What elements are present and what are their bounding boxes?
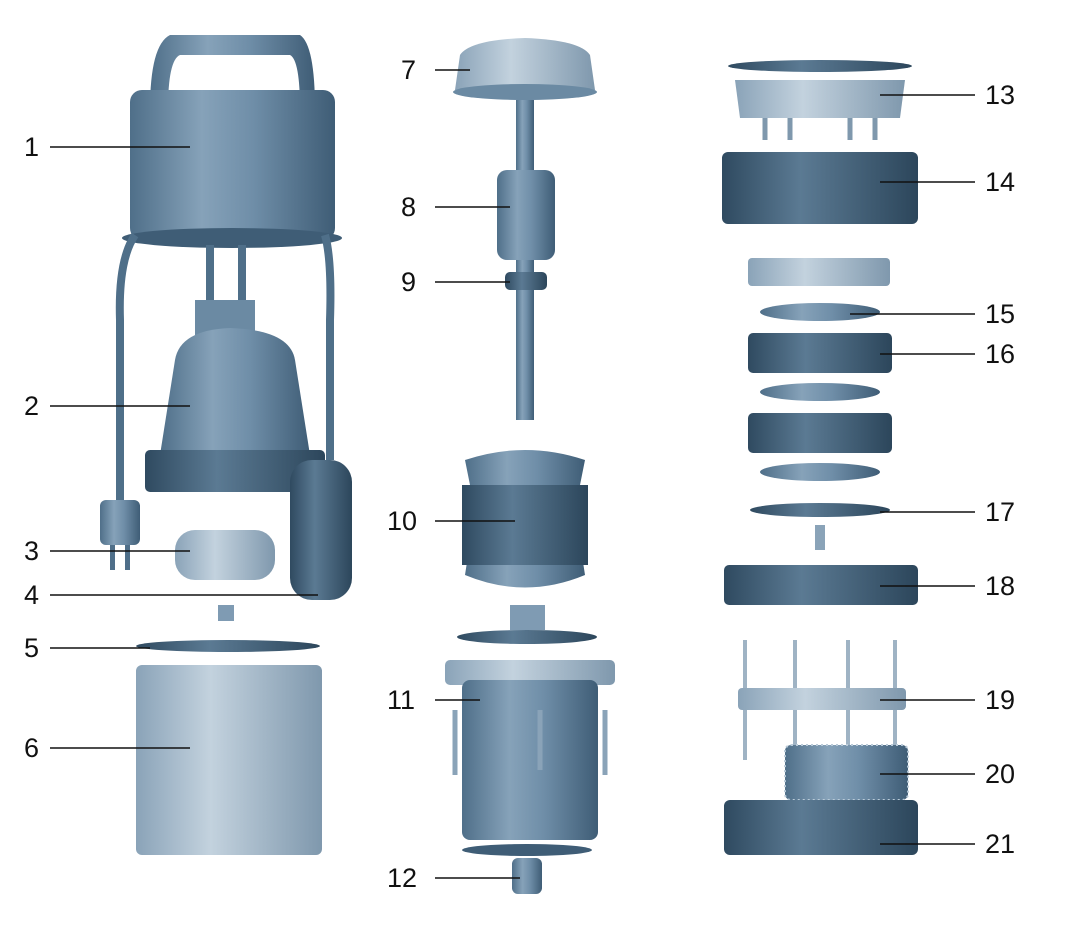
part-11-pump-body xyxy=(445,660,615,856)
label-2: 2 xyxy=(24,391,40,421)
stage-ring xyxy=(748,413,892,453)
small-nut xyxy=(218,605,234,621)
label-10: 10 xyxy=(387,506,418,536)
impeller xyxy=(760,463,880,481)
impeller xyxy=(760,383,880,401)
cable-and-legs xyxy=(115,232,335,500)
label-20: 20 xyxy=(985,759,1016,789)
label-9: 9 xyxy=(401,267,417,297)
part-19-bolt-plate xyxy=(738,640,906,760)
part-18-base-ring xyxy=(724,565,918,605)
part-8-rotor-shaft xyxy=(497,100,555,420)
part-4-float-switch xyxy=(290,460,352,600)
part-7-top-cap xyxy=(453,38,597,100)
part-20-strainer xyxy=(784,744,909,801)
top-ring xyxy=(728,60,912,72)
part-3-plug-and-capacitor xyxy=(100,500,275,580)
label-15: 15 xyxy=(985,299,1016,329)
part-16-stage-ring xyxy=(748,333,892,373)
leader-lines xyxy=(50,69,975,879)
label-12: 12 xyxy=(387,863,418,893)
label-3: 3 xyxy=(24,536,40,566)
diffuser-plate xyxy=(748,258,890,286)
label-19: 19 xyxy=(985,685,1016,715)
label-1: 1 xyxy=(24,132,40,162)
part-21-foot xyxy=(724,800,918,855)
label-16: 16 xyxy=(985,339,1016,369)
label-17: 17 xyxy=(985,497,1016,527)
label-21: 21 xyxy=(985,829,1016,859)
gasket xyxy=(457,630,597,644)
part-1-handle-housing xyxy=(122,35,342,248)
part-9-bearing xyxy=(505,272,547,290)
label-18: 18 xyxy=(985,571,1016,601)
part-17-washer xyxy=(750,503,890,517)
label-7: 7 xyxy=(401,55,417,85)
pin xyxy=(815,525,825,550)
label-8: 8 xyxy=(401,192,417,222)
part-14-chamber xyxy=(722,152,918,224)
part-2-motor-cover xyxy=(145,300,325,492)
label-11: 11 xyxy=(387,685,416,715)
part-5-seal-ring xyxy=(136,640,320,652)
part-6-cylinder-sleeve xyxy=(136,665,322,855)
label-14: 14 xyxy=(985,167,1016,197)
label-5: 5 xyxy=(24,633,40,663)
part-10-stator xyxy=(462,450,588,588)
part-15-impeller xyxy=(760,303,880,321)
part-13-upper-plate xyxy=(735,80,905,140)
label-6: 6 xyxy=(24,733,40,763)
coupling xyxy=(510,605,545,630)
label-4: 4 xyxy=(24,580,40,610)
label-13: 13 xyxy=(985,80,1016,110)
part-12-outlet xyxy=(512,858,542,894)
